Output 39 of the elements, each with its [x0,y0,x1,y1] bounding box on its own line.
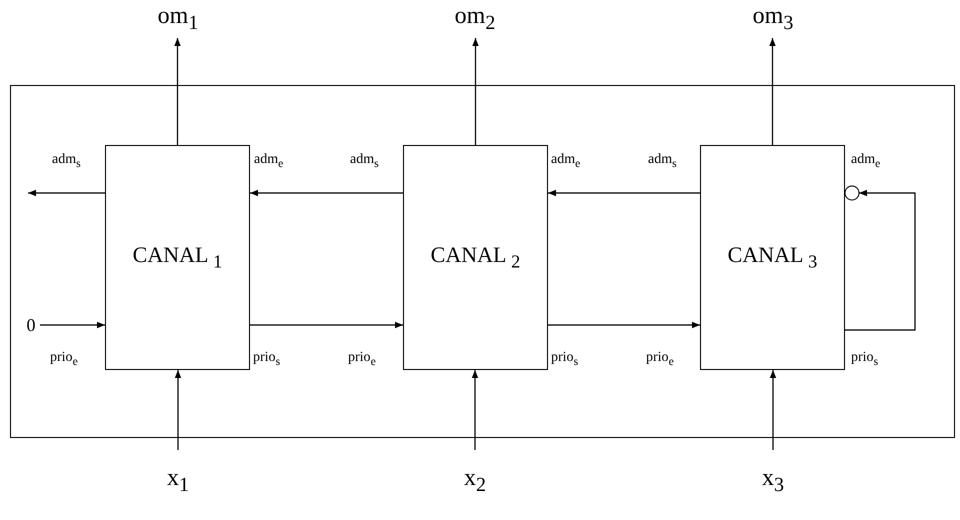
block-title: CANAL $_{1}$ [132,242,222,273]
signal-label: x$_{1}$ [167,465,189,497]
port-label: prio$_{e}$ [348,350,376,368]
enclosure-frame [10,85,955,438]
port-label: prio$_{e}$ [50,350,78,368]
port-label: prio$_{s}$ [551,350,578,368]
arrow [174,370,182,450]
block-title: CANAL $_{3}$ [728,242,818,273]
port-label: adm$_{e}$ [254,152,284,170]
channel-block [105,145,250,370]
signal-label: om$_{2}$ [454,3,496,35]
arrow [472,38,479,145]
port-label: prio$_{e}$ [646,350,674,368]
arrow [548,322,700,328]
block-title: CANAL $_{2}$ [430,242,520,273]
signal-label: 0 [26,314,36,336]
port-label: prio$_{s}$ [253,350,280,368]
port-label: adm$_{e}$ [851,152,880,170]
arrow [250,190,403,196]
arrow [770,370,776,450]
port-label: adm$_{s}$ [648,152,677,170]
arrow [28,190,105,196]
arrow [174,38,181,145]
signal-label: x$_{2}$ [464,465,486,497]
signal-label: om$_{1}$ [158,3,198,35]
port-label: adm$_{s}$ [350,152,379,170]
channel-block [403,145,548,370]
arrow [845,190,916,331]
arrow [472,370,478,450]
port-label: adm$_{s}$ [52,152,81,170]
signal-label: om$_{3}$ [752,3,794,35]
signal-label: x$_{3}$ [762,465,784,497]
port-label: prio$_{s}$ [851,350,878,368]
port-label: adm$_{e}$ [551,152,580,170]
arrow [548,190,700,196]
arrow [769,38,776,145]
arrow [250,322,403,328]
arrow [40,322,105,328]
channel-block [700,145,845,370]
